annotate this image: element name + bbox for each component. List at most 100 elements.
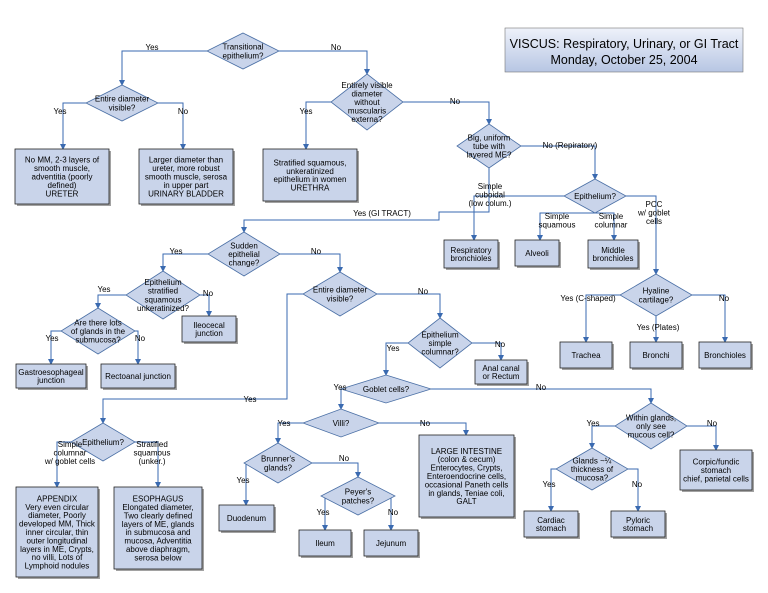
decision-diamond (407, 317, 473, 369)
edge-label: Yes (586, 419, 599, 428)
decision-text-line: change? (229, 259, 260, 268)
outcome-box (363, 529, 419, 557)
decision-text-line: muscularis (348, 107, 386, 116)
decision-text-line: only see (636, 422, 666, 431)
outcome-text-line: Duodenum (227, 514, 266, 523)
edge-label: No (135, 334, 146, 343)
edge-label: Stratified (136, 440, 168, 449)
edge-label: No (311, 247, 322, 256)
outcome-text-line: Alveoli (525, 249, 549, 258)
decision-text-line: Within glands, (626, 413, 676, 422)
edge-arrow (54, 441, 71, 488)
decision-text-line: thickness of (571, 465, 614, 474)
edge-label: Simple (545, 212, 570, 221)
outcome-text-line: mucosa, Adventitia (124, 537, 192, 546)
outcome-text-line: Pyloric (626, 516, 650, 525)
decision-diamond (619, 273, 693, 317)
outcome-urethra: Stratified squamous,unkeratinizedepithel… (262, 148, 359, 203)
edge-label: No (331, 43, 342, 52)
decision-epithelium-resp: Epithelium? (563, 178, 627, 214)
edge-label: w/ goblet (637, 208, 671, 217)
edge-label: columnar (54, 448, 87, 457)
edge-label: (unker.) (138, 457, 165, 466)
edge-arrow (279, 50, 370, 75)
edge-label: Simple (599, 212, 624, 221)
outcome-text-line: Gastroesophageal (18, 368, 84, 377)
outcome-text-line: occasional Paneth cells (425, 480, 509, 489)
decision-epithelium-gi: Epithelium? (70, 422, 136, 462)
decision-diamond (330, 73, 404, 131)
outcome-text-line: Ileum (315, 539, 335, 548)
decision-text-line: stratified (148, 287, 178, 296)
edge-label: Yes (277, 419, 290, 428)
decision-text-line: Big, uniform (468, 133, 511, 142)
decision-text-line: cartilage? (639, 295, 674, 304)
decision-diamond (60, 307, 136, 355)
decision-text-line: visible? (327, 294, 354, 303)
edge-arrow (692, 294, 728, 343)
edge-arrow (687, 425, 719, 451)
edge-label: Yes (316, 508, 329, 517)
outcome-text-line: Bronchi (642, 351, 669, 360)
edge-label: Yes (45, 334, 58, 343)
edge-label: No (719, 294, 730, 303)
edge-label: No (632, 480, 643, 489)
edge-label: No (536, 383, 547, 392)
outcome-text-line: developed MM, Thick (19, 520, 96, 529)
outcome-box (587, 239, 639, 269)
edge-arrow (383, 342, 408, 376)
outcome-text-line: Enterocytes, Crypts, (430, 464, 502, 473)
outcome-text-line: Lymphoid nodules (25, 562, 90, 571)
edge-arrow (303, 101, 331, 150)
edge-arrow (521, 145, 598, 180)
decision-text-line: Entire diameter (313, 286, 368, 295)
outcome-text-line: Bronchioles (704, 351, 746, 360)
outcome-box (298, 529, 352, 557)
outcome-box (629, 341, 683, 369)
decision-text-line: externa? (351, 115, 383, 124)
edge-label: No (495, 340, 506, 349)
decision-text-line: Brunner's (261, 455, 295, 464)
decision-text-line: Entire diameter (95, 95, 150, 104)
outcome-box (15, 486, 99, 578)
decision-text-line: simple (428, 339, 452, 348)
edge-arrow (626, 195, 659, 275)
outcome-text-line: inner circular, thin (26, 528, 89, 537)
outcome-text-line: junction (36, 376, 65, 385)
decision-text-line: mucous cell? (628, 431, 675, 440)
outcome-text-line: in glands, Teniae coli, (428, 489, 504, 498)
decision-diamond (243, 442, 313, 484)
edge-arrow (135, 441, 161, 488)
outcome-text-line: smooth muscle, serosa (145, 173, 228, 182)
decision-diamond (555, 447, 629, 491)
outcome-box (474, 359, 528, 385)
outcome-text-line: Elongated diameter, (122, 503, 193, 512)
edge-label: No (388, 508, 399, 517)
decision-diamond (70, 422, 136, 462)
edge-label: Yes (386, 344, 399, 353)
edge-label: cells (646, 217, 662, 226)
decision-text-line: Are there lots (74, 318, 122, 327)
outcome-text-line: bronchioles (451, 254, 492, 263)
edge-arrow (160, 253, 208, 272)
edge-label: columnar (595, 220, 628, 229)
decision-text-line: visible? (109, 103, 136, 112)
decision-diamond (563, 178, 627, 214)
edge-arrow (135, 330, 141, 365)
edge-arrow (628, 468, 641, 512)
outcome-text-line: no villi, Lots of (32, 553, 83, 562)
outcome-text-line: stomach (536, 524, 566, 533)
header: VISCUS: Respiratory, Urinary, or GI Trac… (504, 27, 744, 73)
decision-text-line: mucosa? (576, 474, 609, 483)
outcome-text-line: epithelium in women (274, 175, 347, 184)
outcome-box (418, 434, 515, 518)
